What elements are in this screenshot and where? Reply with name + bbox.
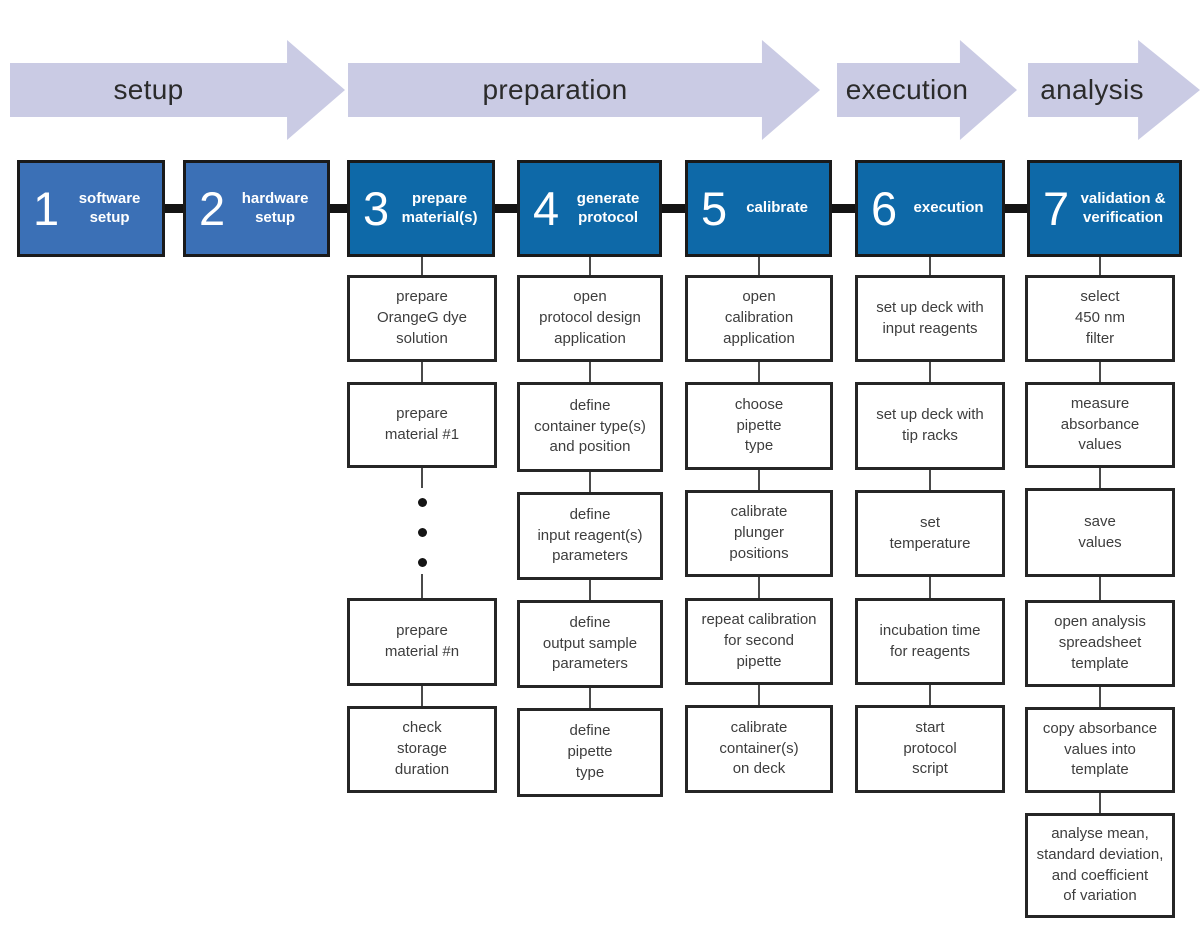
connector-line: [929, 685, 931, 705]
connector-line: [1099, 362, 1101, 382]
substep-check-storage-duration: check storage duration: [347, 706, 497, 793]
connector-line: [929, 577, 931, 598]
substep-open-protocol-design-app: open protocol design application: [517, 275, 663, 362]
connector-line: [758, 577, 760, 598]
phase-arrow-execution: execution: [837, 40, 1017, 140]
step-label: hardware setup: [241, 189, 309, 226]
connector-line: [589, 257, 591, 275]
connector-line: [929, 257, 931, 275]
connector-line: [1099, 257, 1101, 275]
substep-calibrate-containers: calibrate container(s) on deck: [685, 705, 833, 793]
step-box-execution: 6 execution: [855, 160, 1005, 257]
phase-label-execution: execution: [845, 74, 969, 105]
step-box-hardware-setup: 2 hardware setup: [183, 160, 330, 257]
step-box-validation-verification: 7 validation & verification: [1027, 160, 1182, 257]
substep-define-pipette-type: define pipette type: [517, 708, 663, 797]
step-box-prepare-materials: 3 prepare material(s): [347, 160, 495, 257]
connector-line: [589, 362, 591, 382]
step-box-software-setup: 1 software setup: [17, 160, 165, 257]
step-label: generate protocol: [576, 189, 640, 226]
substep-set-temperature: set temperature: [855, 490, 1005, 577]
step-label: calibrate: [746, 199, 808, 217]
substep-define-output-sample: define output sample parameters: [517, 600, 663, 688]
substep-measure-absorbance: measure absorbance values: [1025, 382, 1175, 468]
connector-line: [589, 580, 591, 600]
substep-select-450nm-filter: select 450 nm filter: [1025, 275, 1175, 362]
vertical-ellipsis-dot: [418, 498, 427, 507]
step-number: 4: [533, 182, 560, 235]
step-number: 7: [1043, 182, 1070, 235]
connector-line: [421, 257, 423, 275]
substep-calibrate-plunger: calibrate plunger positions: [685, 490, 833, 577]
substep-repeat-calibration: repeat calibration for second pipette: [685, 598, 833, 685]
phase-arrow-setup: setup: [10, 40, 345, 140]
substep-prepare-orangeg-dye: prepare OrangeG dye solution: [347, 275, 497, 362]
connector-line: [589, 472, 591, 492]
connector-line: [1099, 577, 1101, 600]
substep-start-protocol-script: start protocol script: [855, 705, 1005, 793]
step-box-calibrate: 5 calibrate: [685, 160, 832, 257]
step-label: prepare material(s): [401, 189, 478, 226]
substep-open-analysis-template: open analysis spreadsheet template: [1025, 600, 1175, 687]
substep-prepare-material-1: prepare material #1: [347, 382, 497, 468]
phase-label-preparation: preparation: [482, 74, 628, 105]
substep-save-values: save values: [1025, 488, 1175, 577]
step-number: 5: [701, 182, 728, 235]
step-number: 3: [363, 182, 390, 235]
phase-arrow-preparation: preparation: [348, 40, 820, 140]
step-number: 6: [871, 182, 898, 235]
step-number: 2: [199, 182, 226, 235]
step-box-generate-protocol: 4 generate protocol: [517, 160, 662, 257]
step-label: software setup: [78, 189, 141, 226]
connector-line: [758, 685, 760, 705]
substep-open-calibration-app: open calibration application: [685, 275, 833, 362]
substep-setup-deck-input-reagents: set up deck with input reagents: [855, 275, 1005, 362]
substep-define-container-types: define container type(s) and position: [517, 382, 663, 472]
connector-line: [1099, 793, 1101, 813]
connector-line: [1099, 468, 1101, 488]
substep-incubation-time: incubation time for reagents: [855, 598, 1005, 685]
connector-line: [758, 257, 760, 275]
phase-label-setup: setup: [113, 74, 184, 105]
phase-arrow-analysis: analysis: [1028, 40, 1200, 140]
connector-line: [929, 470, 931, 490]
step-label: execution: [913, 199, 984, 217]
vertical-ellipsis-dot: [418, 528, 427, 537]
substep-prepare-material-n: prepare material #n: [347, 598, 497, 686]
substep-setup-deck-tip-racks: set up deck with tip racks: [855, 382, 1005, 470]
connector-line: [421, 362, 423, 382]
connector-line: [421, 574, 423, 598]
phase-label-analysis: analysis: [1040, 74, 1144, 105]
vertical-ellipsis-dot: [418, 558, 427, 567]
connector-line: [1099, 687, 1101, 707]
connector-line: [758, 362, 760, 382]
connector-line: [421, 468, 423, 488]
connector-line: [929, 362, 931, 382]
step-number: 1: [33, 182, 60, 235]
substep-choose-pipette-type: choose pipette type: [685, 382, 833, 470]
connector-line: [758, 470, 760, 490]
connector-line: [421, 686, 423, 706]
substep-copy-absorbance-values: copy absorbance values into template: [1025, 707, 1175, 793]
connector-line: [589, 688, 591, 708]
substep-analyse-statistics: analyse mean, standard deviation, and co…: [1025, 813, 1175, 918]
substep-define-input-reagents: define input reagent(s) parameters: [517, 492, 663, 580]
step-label: validation & verification: [1080, 189, 1166, 226]
